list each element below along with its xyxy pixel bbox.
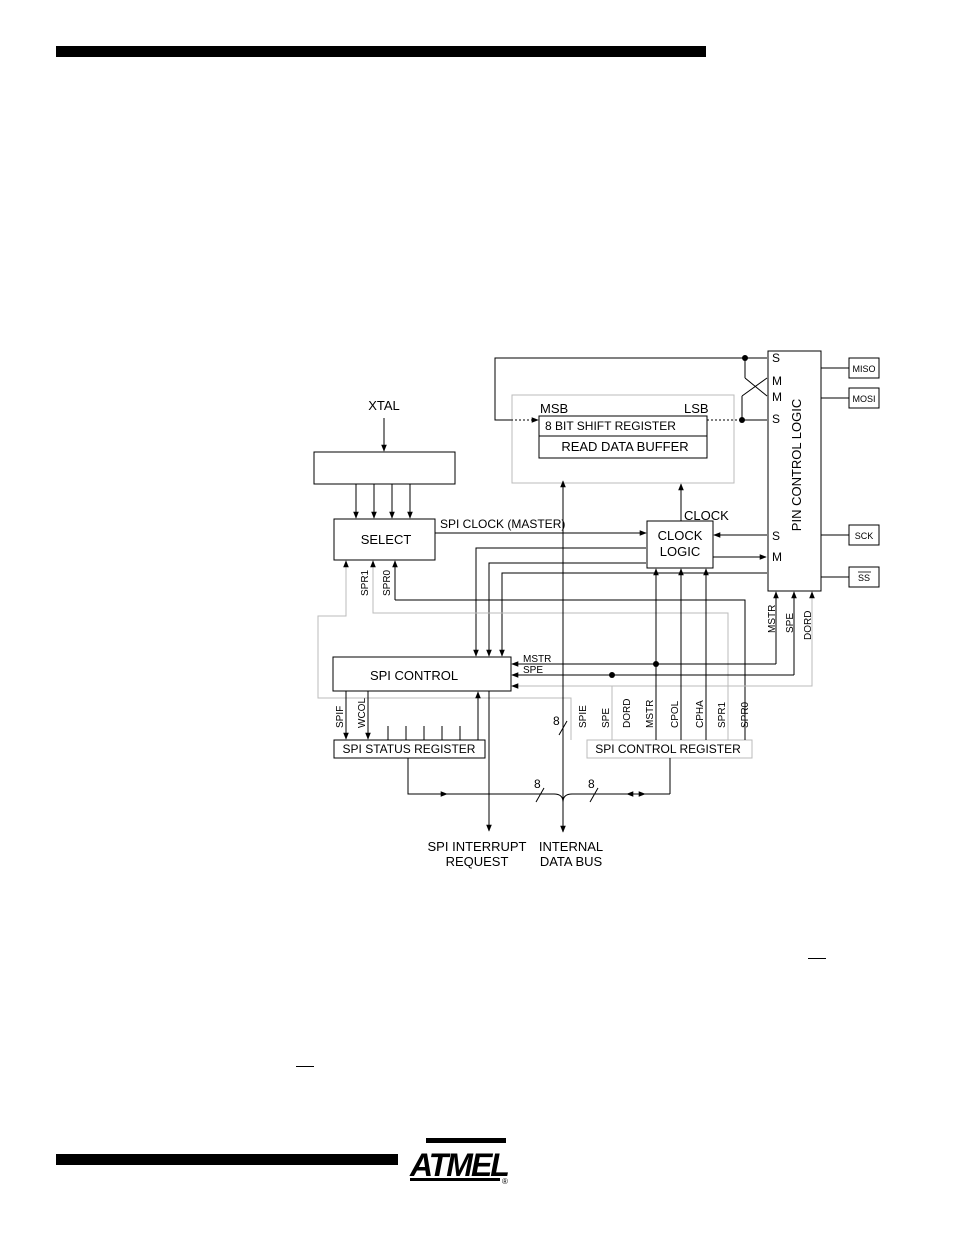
pin-letter-m-2: M: [772, 390, 782, 404]
bus-width-left: 8: [534, 777, 541, 791]
spif-label: SPIF: [335, 706, 346, 728]
select-spr1-label: SPR1: [360, 569, 371, 596]
msb-label: MSB: [540, 401, 568, 416]
vert-mstr-label: MSTR: [767, 605, 778, 633]
clock-divider-box: [313, 451, 456, 485]
pin-letter-s-2: S: [772, 412, 780, 426]
header-rule: [56, 46, 706, 57]
shift-register-box: [538, 415, 708, 459]
logo-top-bar: [426, 1138, 506, 1143]
ctrl-cpha-label: CPHA: [695, 700, 706, 728]
interrupt-line-1: SPI INTERRUPT: [428, 839, 527, 854]
ctrl-cpol-label: CPOL: [670, 700, 681, 728]
shift-register-outer: [511, 394, 735, 484]
labels: XTAL SELECT SPI CLOCK (MASTER) CLOCK LOG…: [335, 351, 876, 869]
status-register-box: [333, 739, 486, 759]
ctrl-mstr-label: MSTR: [645, 700, 656, 728]
pin-letter-m-1: M: [772, 374, 782, 388]
logo-registered: ®: [502, 1177, 508, 1186]
ctrl-spr1-label: SPR1: [717, 701, 728, 728]
pin-control-logic-box: [767, 350, 822, 592]
lsb-label: LSB: [684, 401, 709, 416]
spi-control-box: [332, 656, 512, 692]
logo-bottom-bar: [410, 1178, 500, 1181]
ctrl-spr0-label: SPR0: [740, 701, 751, 728]
clock-logic-line-2: LOGIC: [660, 544, 700, 559]
data-bus-line-1: INTERNAL: [539, 839, 603, 854]
clock-logic-line-1: CLOCK: [658, 528, 703, 543]
ctrl-spe-label: SPE: [601, 708, 612, 728]
interrupt-line-2: REQUEST: [446, 854, 509, 869]
select-box: [333, 518, 436, 561]
pin-control-logic-label: PIN CONTROL LOGIC: [789, 399, 804, 531]
clk-letter-s: S: [772, 529, 780, 543]
logo-brand-text: ATMEL: [409, 1147, 508, 1183]
status-register-label: SPI STATUS REGISTER: [343, 742, 476, 756]
select-spr0-label: SPR0: [382, 569, 393, 596]
vert-spe-label: SPE: [785, 613, 796, 633]
miso-label: MISO: [852, 364, 875, 374]
atmel-logo: ATMEL ®: [408, 1138, 512, 1191]
read-data-buffer-label: READ DATA BUFFER: [561, 439, 688, 454]
bus-width-vertical: 8: [553, 714, 560, 728]
ss-label: SS: [858, 573, 870, 583]
clk-letter-m: M: [772, 550, 782, 564]
xtal-label: XTAL: [368, 398, 400, 413]
spi-clock-master-label: SPI CLOCK (MASTER): [440, 517, 565, 531]
wcol-label: WCOL: [357, 698, 368, 728]
pin-letter-s-1: S: [772, 351, 780, 365]
sck-label: SCK: [855, 531, 874, 541]
ctrl-spie-label: SPIE: [578, 705, 589, 728]
overline-stub-right: [808, 958, 826, 959]
bus-width-right: 8: [588, 777, 595, 791]
mosi-label: MOSI: [852, 394, 875, 404]
ctrl-dord-label: DORD: [622, 699, 633, 728]
spi-control-label: SPI CONTROL: [370, 668, 458, 683]
clock-label: CLOCK: [684, 508, 729, 523]
shift-register-label: 8 BIT SHIFT REGISTER: [545, 419, 676, 433]
overline-stub-left: [296, 1066, 314, 1067]
spe-in-label: SPE: [523, 665, 543, 676]
junction-dots: [609, 355, 748, 678]
clock-logic-box: [646, 520, 714, 569]
vert-dord-label: DORD: [803, 611, 814, 640]
mstr-in-label: MSTR: [523, 654, 551, 665]
data-bus-line-2: DATA BUS: [540, 854, 603, 869]
wires: [317, 357, 849, 833]
select-label: SELECT: [361, 532, 412, 547]
footer-rule: [56, 1154, 398, 1165]
control-register-label: SPI CONTROL REGISTER: [595, 742, 741, 756]
